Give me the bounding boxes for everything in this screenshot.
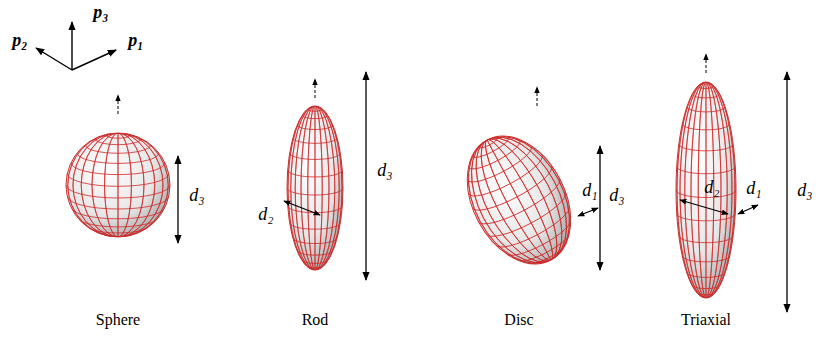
mesh-grid <box>676 82 736 298</box>
dimension-arrows <box>178 72 787 312</box>
dimension-label: d₃ <box>609 186 624 204</box>
disc-body <box>446 118 591 281</box>
body-fill <box>676 82 736 298</box>
caption: Triaxial <box>681 312 731 328</box>
body-outline <box>287 106 343 270</box>
axis-label: p₂ <box>12 31 27 49</box>
body-outline <box>446 118 591 281</box>
mesh-grid <box>66 133 170 238</box>
dimension-label: d₃ <box>189 186 204 204</box>
dimension-label: d₂ <box>704 178 719 196</box>
dimension-label: d₃ <box>377 161 392 179</box>
rod-body <box>287 106 343 270</box>
body-outline <box>676 82 736 298</box>
axis-arrows <box>118 54 706 114</box>
dimension-label: d₂ <box>258 205 273 223</box>
mesh-grid <box>287 106 343 270</box>
body-fill <box>446 118 591 281</box>
body-fill <box>287 106 343 270</box>
dimension-label: d₁ <box>582 181 597 199</box>
caption: Sphere <box>96 312 140 328</box>
dimension-label: d₃ <box>797 181 812 199</box>
mesh-grid <box>446 118 591 281</box>
axis-triad <box>36 22 116 70</box>
caption: Rod <box>302 312 329 328</box>
body-fill <box>66 133 170 237</box>
axis-label: p₁ <box>128 31 143 49</box>
axis-label: p₃ <box>93 3 108 21</box>
body-outline <box>66 133 170 237</box>
dimension-label: d₁ <box>746 179 761 197</box>
triaxial-body <box>676 82 736 298</box>
sphere-body <box>66 133 170 238</box>
caption: Disc <box>504 312 533 328</box>
